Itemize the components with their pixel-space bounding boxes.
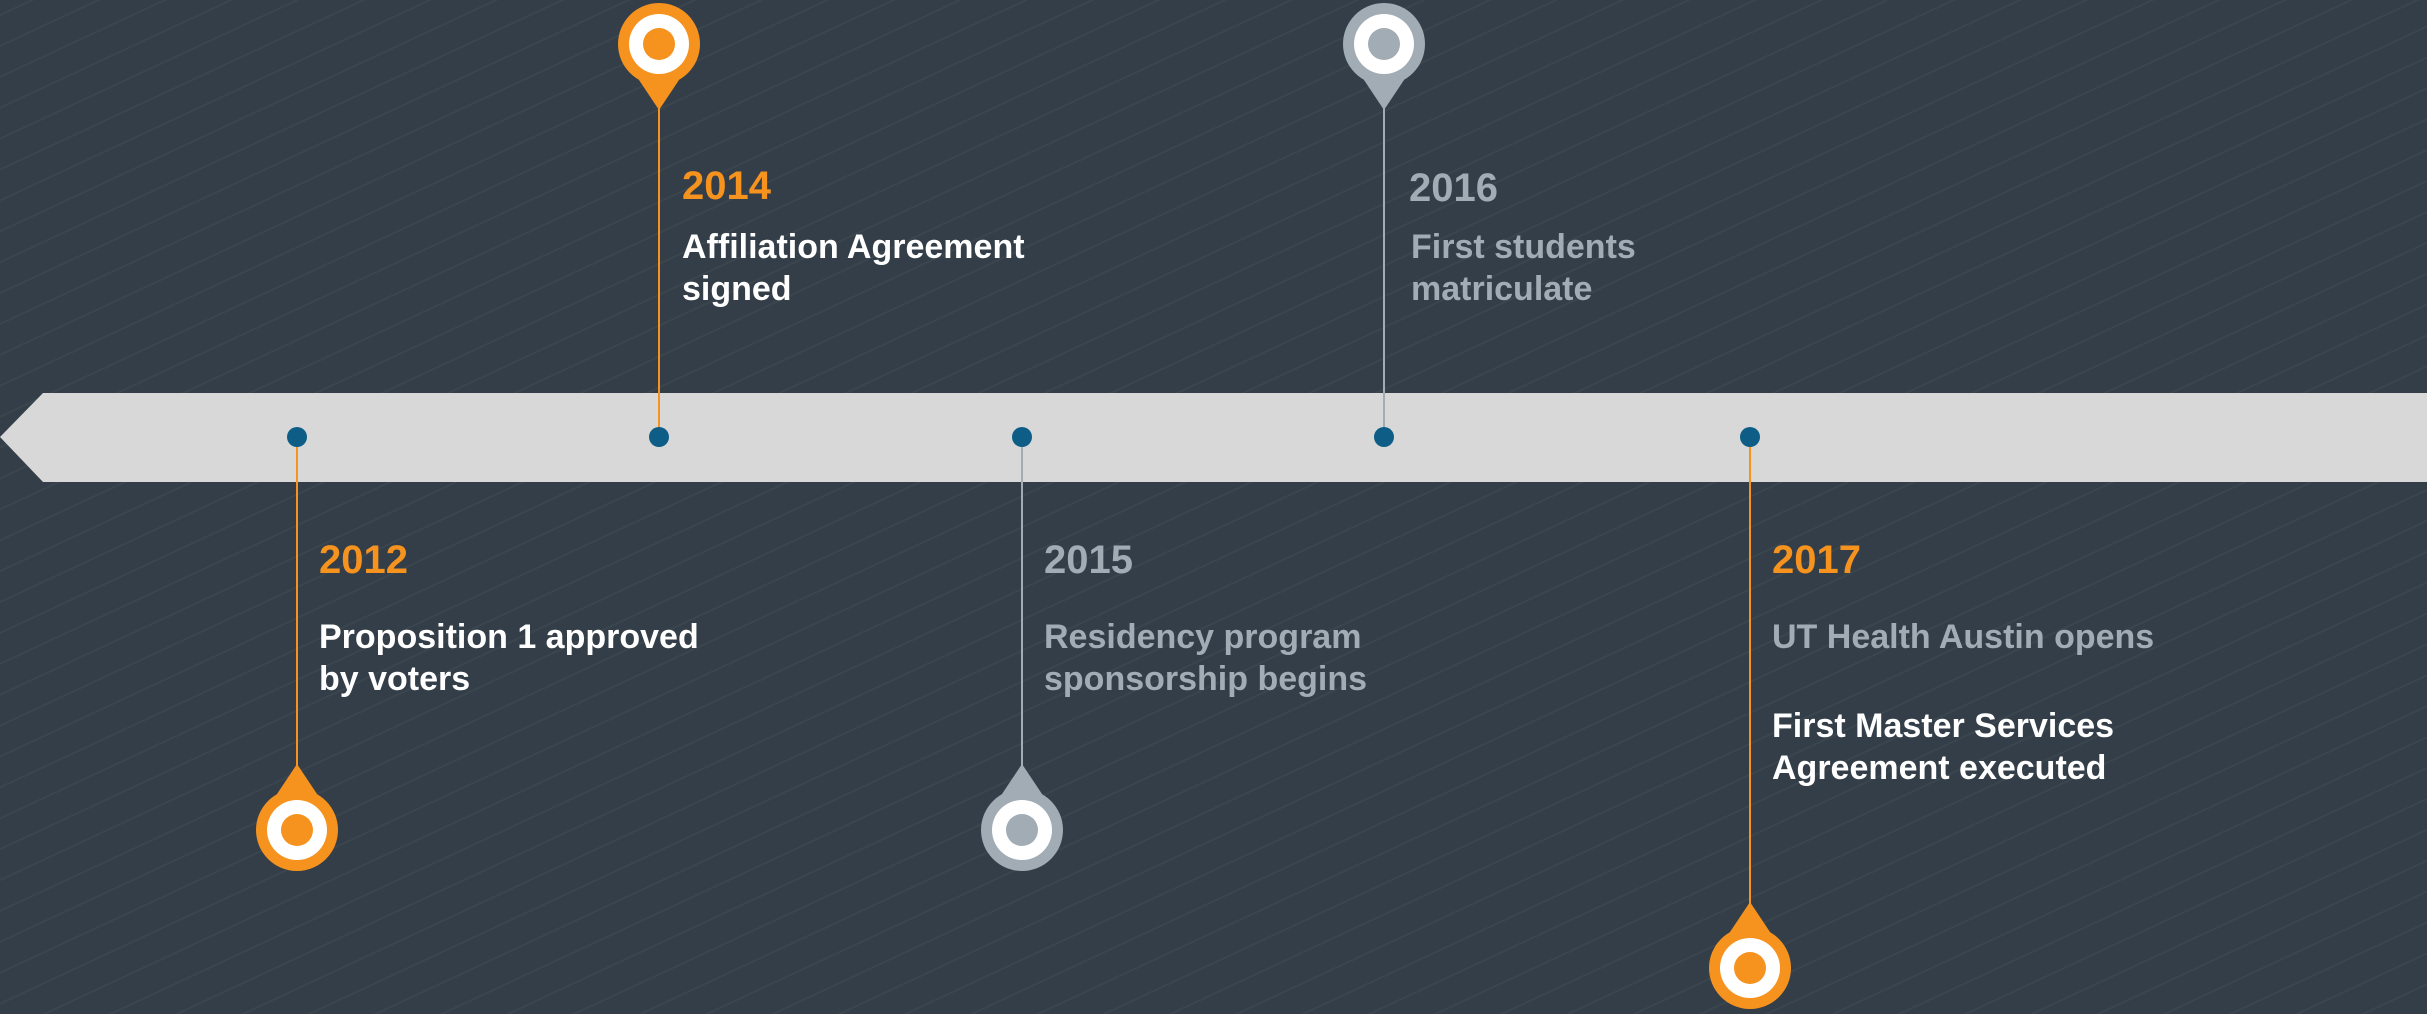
timeline-dot-2016: [1374, 427, 1394, 447]
timeline-dot-2014: [649, 427, 669, 447]
event-2015-description: Residency program sponsorship begins: [1044, 618, 1368, 698]
event-2014-description: Affiliation Agreement signed: [682, 228, 1025, 308]
map-pin-icon-2017: [1709, 902, 1791, 1009]
event-2015-year: 2015: [1044, 538, 1133, 582]
timeline-dot-2012: [287, 427, 307, 447]
event-2016-description: First students matriculate: [1411, 228, 1636, 308]
map-pins: [256, 3, 1791, 1009]
event-2016-year: 2016: [1409, 166, 1498, 210]
map-pin-icon-2014: [618, 3, 700, 110]
map-pin-icon-2015: [981, 764, 1063, 871]
connector-lines: [296, 104, 1751, 908]
map-pin-icon-2016: [1343, 3, 1425, 110]
timeline-dot-2015: [1012, 427, 1032, 447]
event-2012-description: Proposition 1 approved by voters: [319, 618, 699, 698]
event-2012-year: 2012: [319, 538, 408, 582]
event-2017-year: 2017: [1772, 538, 1861, 582]
timeline-dots: [287, 427, 1760, 447]
event-2017-description: UT Health Austin opens: [1772, 618, 2155, 656]
event-2017-secondary-description: First Master Services Agreement executed: [1772, 707, 2115, 787]
timeline-bar: [0, 393, 2427, 482]
map-pin-icon-2012: [256, 764, 338, 871]
event-2014-year: 2014: [682, 164, 771, 208]
timeline-dot-2017: [1740, 427, 1760, 447]
